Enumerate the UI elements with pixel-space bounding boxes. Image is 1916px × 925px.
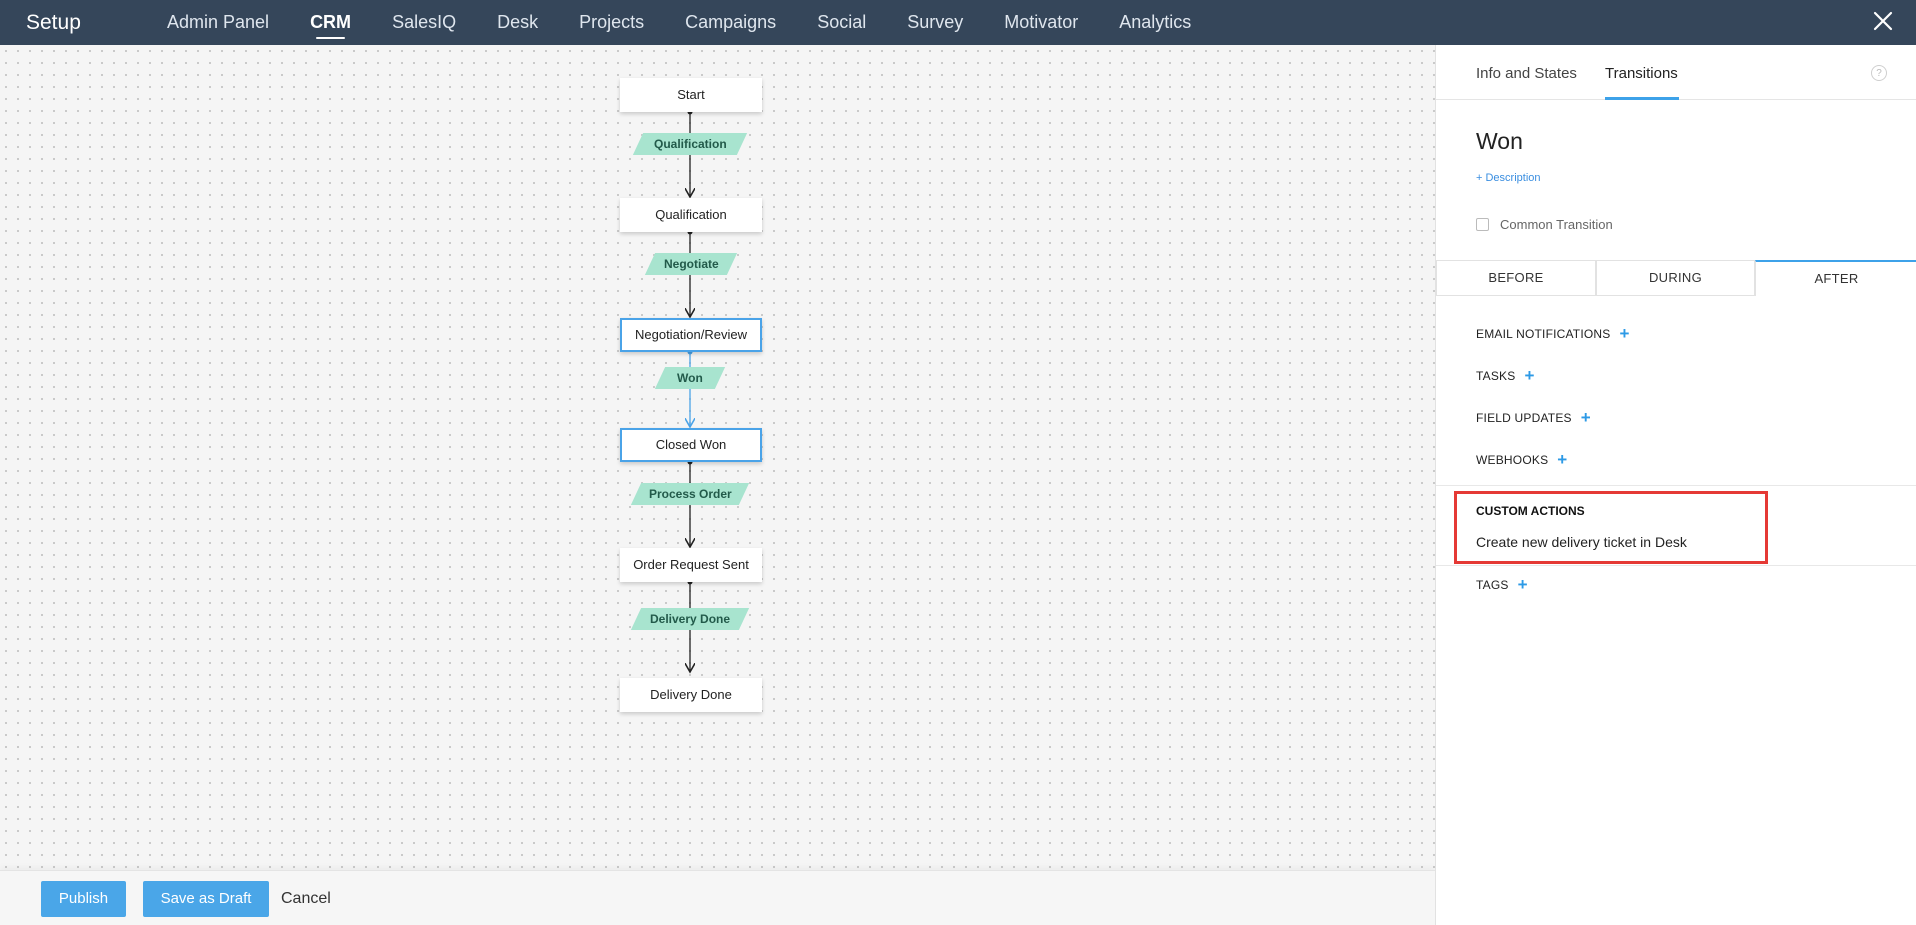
bottom-action-bar: Publish Save as Draft Cancel	[0, 870, 1435, 925]
email-notifications-label: EMAIL NOTIFICATIONS	[1476, 327, 1611, 341]
setup-title: Setup	[26, 11, 81, 34]
add-task-icon[interactable]: +	[1524, 366, 1535, 385]
cancel-link[interactable]: Cancel	[281, 890, 331, 907]
state-negotiation-review[interactable]: Negotiation/Review	[620, 318, 762, 352]
state-order-request-sent[interactable]: Order Request Sent	[620, 548, 762, 582]
add-webhook-icon[interactable]: +	[1557, 450, 1568, 469]
transition-label: Won	[677, 371, 703, 385]
nav-salesiq[interactable]: SalesIQ	[392, 12, 457, 32]
webhooks-row: WEBHOOKS +	[1476, 450, 1568, 469]
active-tab-indicator	[1605, 97, 1679, 100]
transition-process-order[interactable]: Process Order	[630, 483, 750, 505]
tab-before[interactable]: BEFORE	[1436, 260, 1596, 296]
nav-campaigns[interactable]: Campaigns	[685, 12, 777, 32]
transition-label: Negotiate	[663, 257, 719, 271]
transition-label: Delivery Done	[649, 612, 731, 626]
email-notifications-row: EMAIL NOTIFICATIONS +	[1476, 324, 1630, 343]
add-tag-icon[interactable]: +	[1517, 575, 1528, 594]
transition-details-panel: Info and States Transitions ? Won + Desc…	[1435, 45, 1916, 925]
phase-tabs: BEFORE DURING AFTER	[1436, 260, 1916, 296]
nav-admin-panel[interactable]: Admin Panel	[167, 12, 270, 32]
tags-row: TAGS +	[1476, 575, 1528, 594]
state-delivery-done[interactable]: Delivery Done	[620, 678, 762, 712]
help-icon[interactable]: ?	[1871, 65, 1887, 81]
transition-negotiate[interactable]: Negotiate	[644, 253, 738, 275]
main-nav: Admin Panel CRM SalesIQ Desk Projects Ca…	[167, 0, 1232, 45]
custom-actions-title: CUSTOM ACTIONS	[1476, 504, 1585, 518]
tasks-label: TASKS	[1476, 369, 1516, 383]
state-start[interactable]: Start	[620, 78, 762, 112]
section-divider	[1436, 565, 1916, 566]
nav-analytics[interactable]: Analytics	[1119, 12, 1192, 32]
nav-survey[interactable]: Survey	[907, 12, 964, 32]
state-closed-won[interactable]: Closed Won	[620, 428, 762, 462]
nav-motivator[interactable]: Motivator	[1004, 12, 1079, 32]
custom-action-item[interactable]: Create new delivery ticket in Desk	[1476, 534, 1687, 550]
field-updates-label: FIELD UPDATES	[1476, 411, 1572, 425]
tab-after[interactable]: AFTER	[1755, 260, 1916, 296]
transition-label: Qualification	[653, 137, 727, 151]
nav-desk[interactable]: Desk	[497, 12, 539, 32]
tab-transitions[interactable]: Transitions	[1605, 65, 1678, 82]
transition-won[interactable]: Won	[654, 367, 726, 389]
tab-info-and-states[interactable]: Info and States	[1476, 65, 1577, 82]
top-bar: Setup Admin Panel CRM SalesIQ Desk Proje…	[0, 0, 1916, 45]
nav-crm[interactable]: CRM	[310, 0, 351, 45]
add-field-update-icon[interactable]: +	[1580, 408, 1591, 427]
add-description-link[interactable]: + Description	[1476, 172, 1541, 184]
common-transition-option[interactable]: Common Transition	[1476, 217, 1613, 232]
tab-during[interactable]: DURING	[1596, 260, 1755, 296]
webhooks-label: WEBHOOKS	[1476, 453, 1549, 467]
blueprint-canvas[interactable]: Start Qualification Qualification Negoti…	[0, 45, 1435, 870]
field-updates-row: FIELD UPDATES +	[1476, 408, 1591, 427]
transition-delivery-done[interactable]: Delivery Done	[630, 608, 750, 630]
tags-label: TAGS	[1476, 578, 1509, 592]
nav-projects[interactable]: Projects	[579, 12, 645, 32]
transition-label: Process Order	[648, 487, 732, 501]
transition-qualification[interactable]: Qualification	[632, 133, 748, 155]
nav-social[interactable]: Social	[817, 12, 867, 32]
common-transition-checkbox[interactable]	[1476, 218, 1489, 231]
section-divider	[1436, 485, 1916, 486]
common-transition-label: Common Transition	[1500, 217, 1613, 232]
save-as-draft-button[interactable]: Save as Draft	[143, 881, 269, 917]
transition-title: Won	[1476, 128, 1523, 154]
close-icon[interactable]	[1870, 8, 1896, 34]
tasks-row: TASKS +	[1476, 366, 1535, 385]
publish-button[interactable]: Publish	[41, 881, 126, 917]
add-email-notification-icon[interactable]: +	[1619, 324, 1630, 343]
panel-tabs: Info and States Transitions ?	[1436, 45, 1916, 100]
state-qualification[interactable]: Qualification	[620, 198, 762, 232]
custom-actions-highlight	[1454, 491, 1768, 564]
